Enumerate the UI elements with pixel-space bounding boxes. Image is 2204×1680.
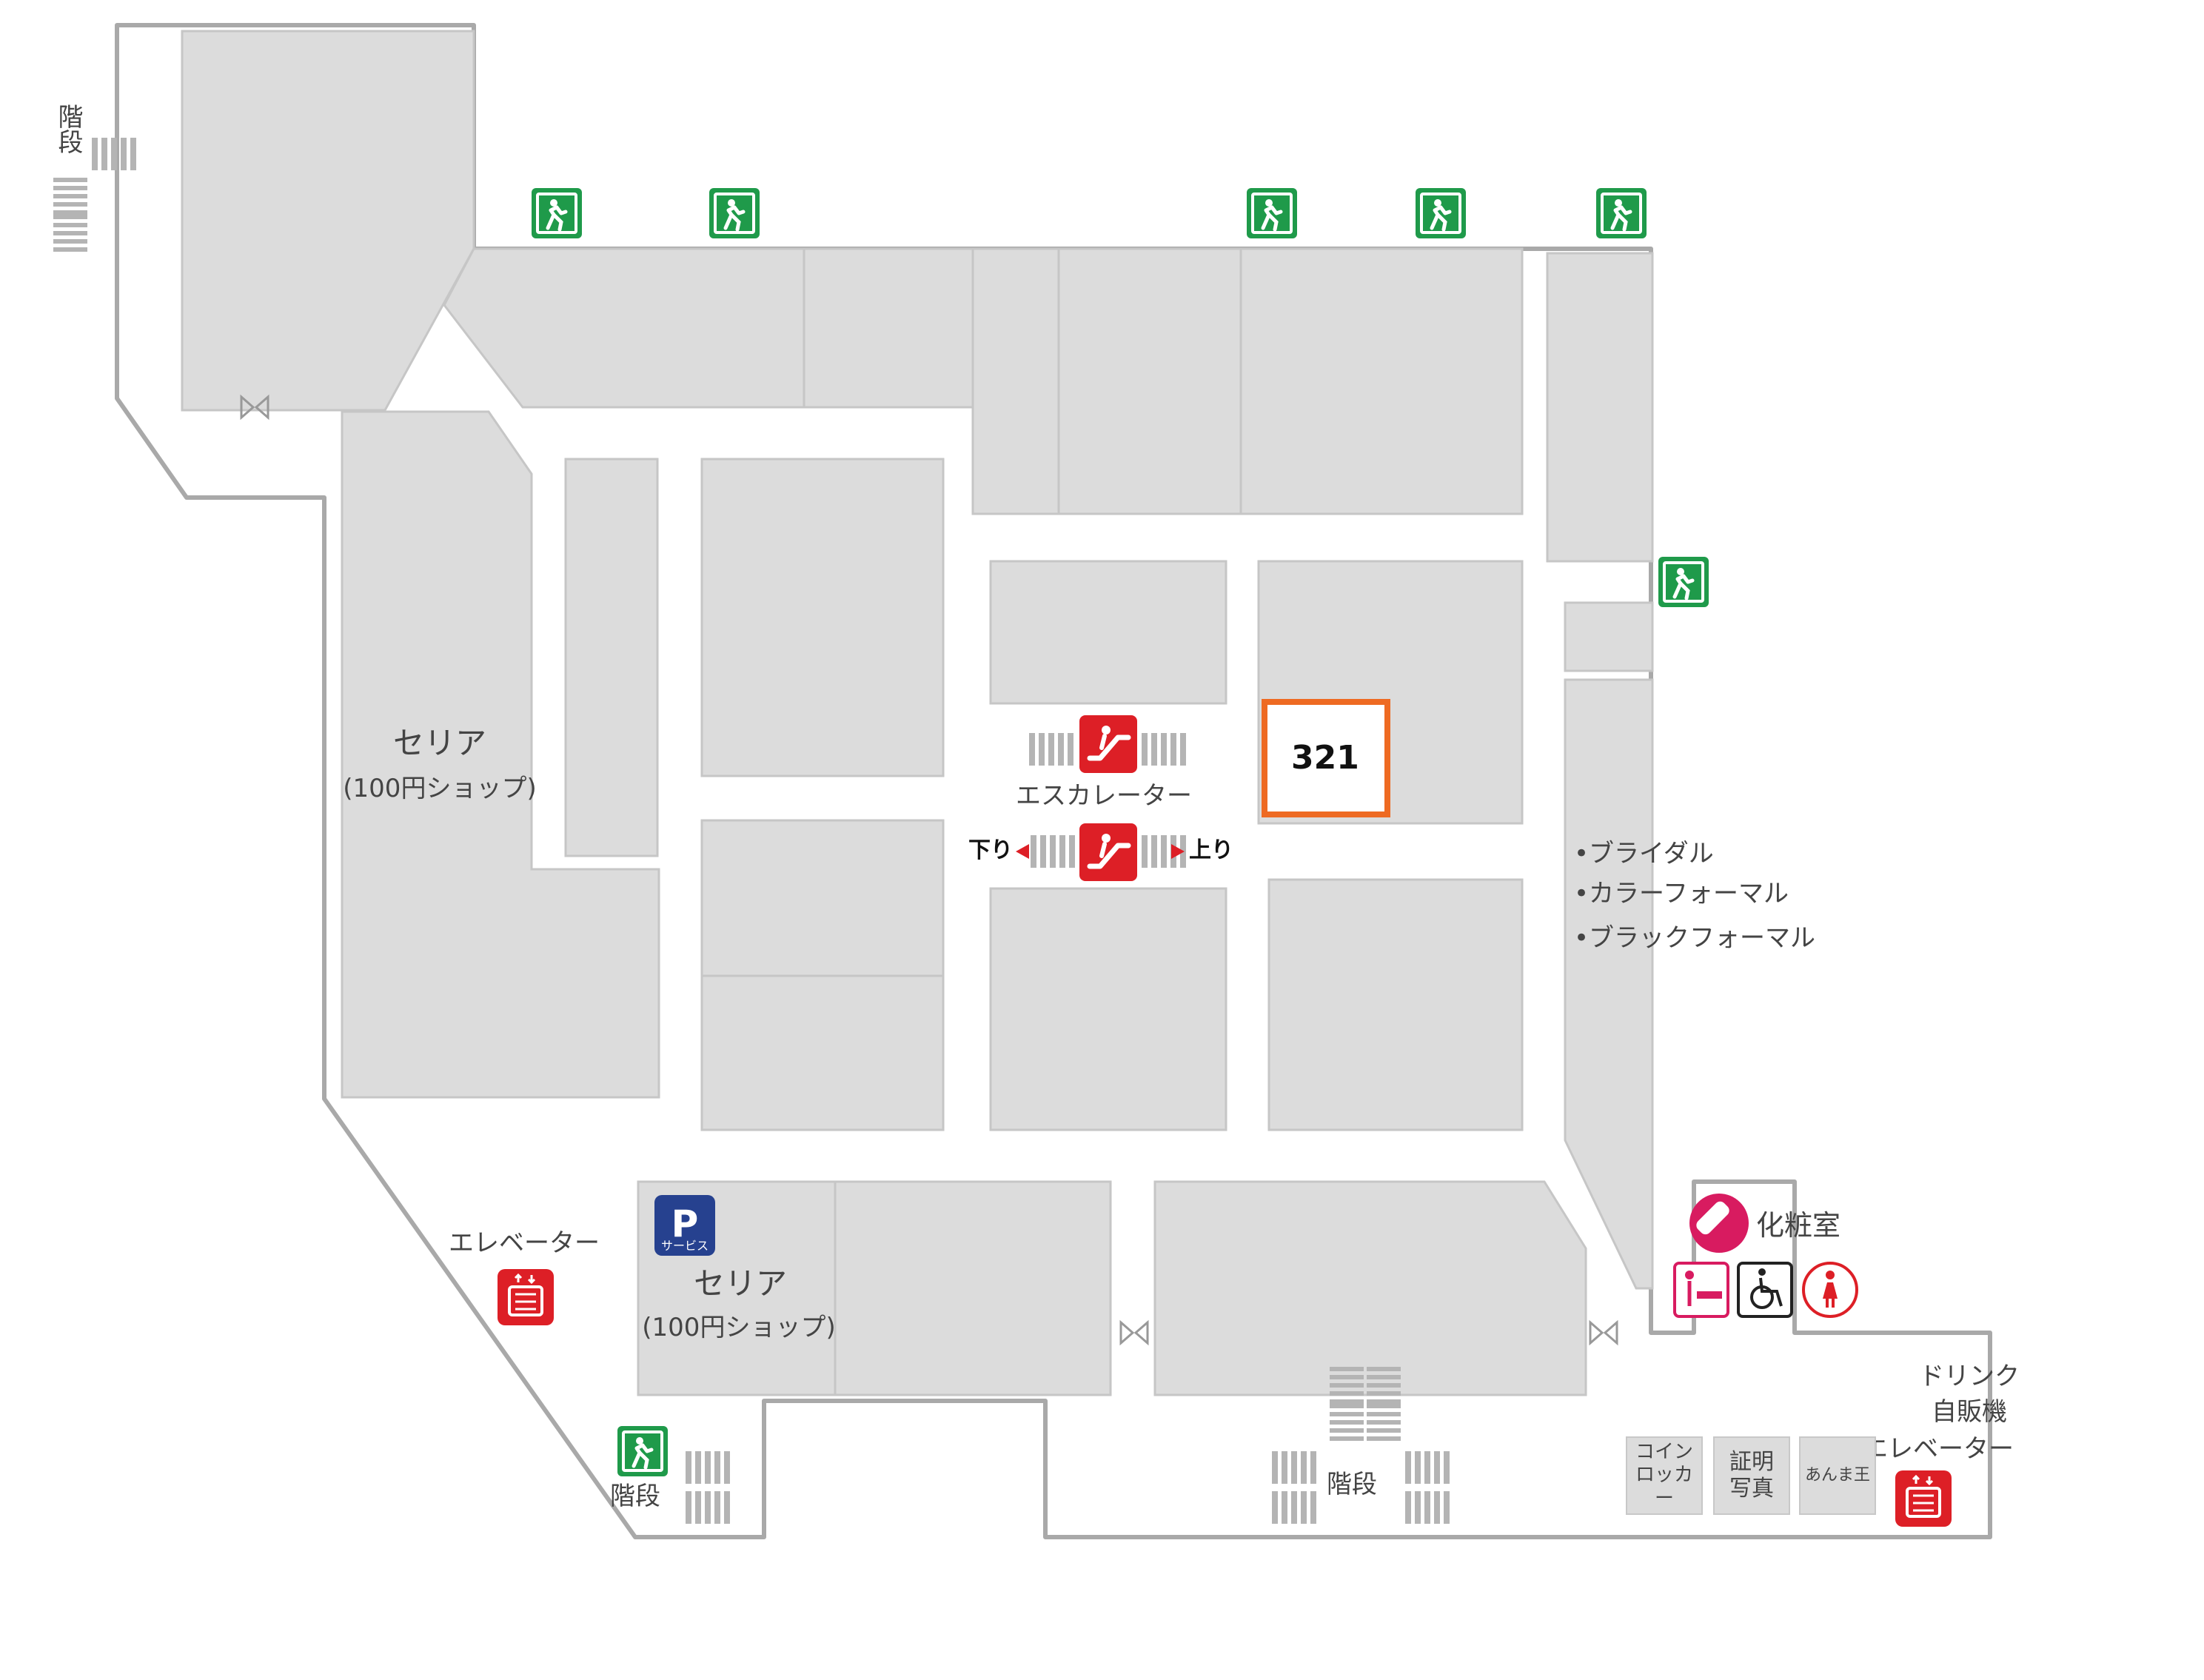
massage-chair[interactable]: あんま王	[1799, 1436, 1876, 1515]
restroom-label: 化粧室	[1756, 1209, 1841, 1242]
massage-label: あんま王	[1804, 1465, 1870, 1485]
coin-locker[interactable]: コインロッカー	[1626, 1436, 1703, 1515]
parking-caption: サービス	[661, 1239, 709, 1253]
stairs-bottom-left	[686, 1451, 730, 1524]
parking-service-icon: P サービス	[654, 1195, 715, 1256]
escalator-upper	[1029, 715, 1186, 773]
formal-line-2: •カラーフォーマル	[1574, 879, 1789, 908]
escalator-down-label: 下り	[968, 837, 1013, 863]
escalator-lower	[1016, 823, 1186, 881]
seria-bottom-sub: (100円ショップ)	[642, 1313, 836, 1342]
elevator-left-label: エレベーター	[449, 1228, 600, 1258]
store-321[interactable]	[1262, 699, 1390, 817]
seria-bottom-name: セリア	[693, 1265, 787, 1302]
escalator-up-label: 上り	[1189, 837, 1233, 863]
stairs-top-left	[53, 138, 136, 252]
wheelchair-icon	[1737, 1262, 1793, 1318]
id-photo-line-1: 証明	[1729, 1449, 1774, 1475]
drink-vending-line-1: ドリンク	[1919, 1362, 2020, 1391]
diaper-changing-icon	[1673, 1262, 1729, 1318]
parking-letter: P	[671, 1202, 699, 1245]
coin-locker-line-2: ロッカー	[1635, 1464, 1693, 1510]
stairs-label-bottom-center: 階段	[1327, 1470, 1377, 1499]
drink-vending-line-2: 自販機	[1932, 1397, 2007, 1427]
elevator-right-label: エレベーター	[1863, 1434, 2014, 1464]
id-photo-line-2: 写真	[1729, 1476, 1774, 1502]
escalator-label: エスカレーター	[1016, 781, 1192, 811]
formal-line-1: •ブライダル	[1574, 839, 1714, 869]
stairs-label-bottom-left: 階段	[610, 1482, 660, 1511]
id-photo[interactable]: 証明写真	[1713, 1436, 1790, 1515]
baby-bottle-icon	[1689, 1194, 1749, 1253]
seria-top-name: セリア	[392, 725, 486, 761]
formal-line-3: •ブラックフォーマル	[1574, 923, 1816, 953]
stairs-label-top-left: 階段	[53, 104, 83, 154]
women-restroom-icon	[1802, 1262, 1858, 1318]
coin-locker-line-1: コイン	[1635, 1441, 1693, 1464]
seria-top-sub: (100円ショップ)	[343, 774, 537, 803]
store-321-number: 321	[1291, 739, 1359, 777]
